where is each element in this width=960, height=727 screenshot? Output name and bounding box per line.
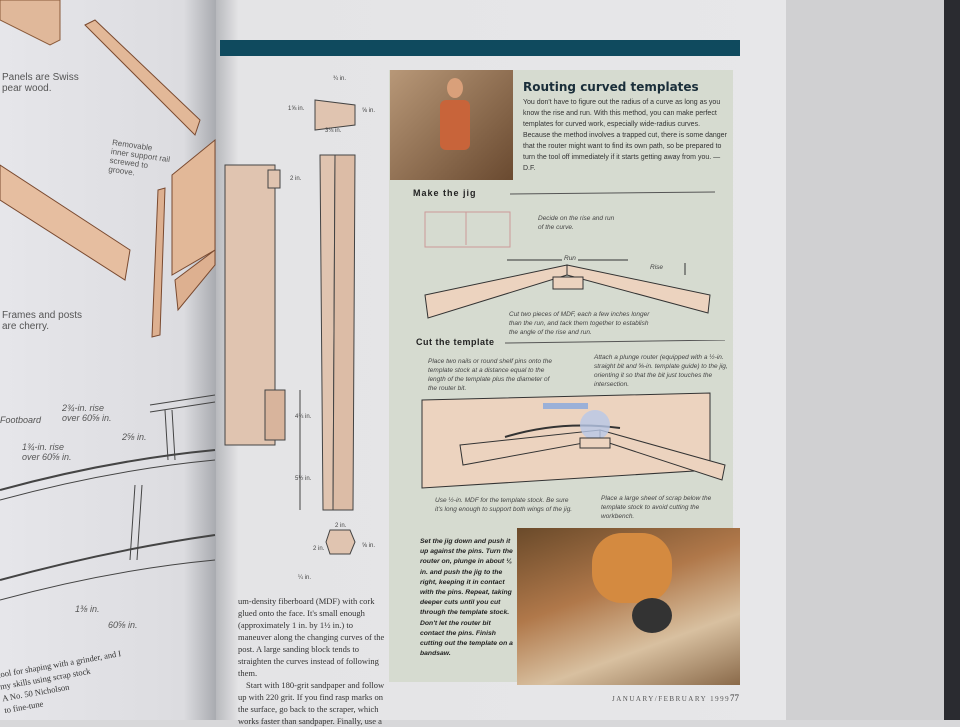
dim-hex-right: ⅝ in. (362, 543, 376, 549)
use-mdf-caption: Use ½-in. MDF for the template stock. Be… (435, 497, 573, 513)
thickness-label: 1⅜ in. (75, 604, 100, 614)
cut-template-heading: Cut the template (416, 337, 495, 347)
sidebar-intro: You don't have to figure out the radius … (523, 99, 727, 172)
bed-exploded-diagram (0, 0, 216, 601)
make-jig-heading: Make the jig (413, 188, 477, 198)
dim-top-width: 3⅛ in. (325, 128, 342, 134)
photo-routing (517, 528, 740, 685)
dim-top-right: ⅝ in. (362, 108, 376, 114)
photo-woodworker (390, 70, 513, 180)
run-label: Run (562, 254, 578, 263)
panels-label: Panels are Swiss pear wood. (2, 72, 79, 94)
dim-upper: 4¾ in. (295, 414, 312, 420)
place-nails-caption: Place two nails or round shelf pins onto… (428, 358, 552, 392)
dim-top-height: 1⅝ in. (288, 106, 305, 112)
gap-label: 2⅝ in. (122, 432, 147, 442)
cut-template-diagram (421, 340, 726, 489)
attach-router-caption: Attach a plunge router (equipped with a … (594, 354, 728, 388)
rise-label: Rise (650, 264, 664, 271)
dim-tenon: 2 in. (290, 176, 302, 182)
background (786, 0, 960, 720)
sidebar-title: Routing curved templates (523, 80, 699, 94)
dim-hex-bottom: ¼ in. (298, 575, 312, 581)
dim-top-small: ¾ in. (333, 76, 347, 82)
person-figure (440, 100, 470, 150)
rise-upper-label: 2¾-in. rise over 60⅝ in. (62, 403, 112, 423)
router-tool (632, 598, 672, 633)
frames-label: Frames and posts are cherry. (2, 310, 83, 332)
paragraph: um-density fiberboard (MDF) with cork gl… (238, 596, 385, 678)
person-figure (592, 533, 672, 603)
background-edge (944, 0, 960, 720)
body-text: um-density fiberboard (MDF) with cork gl… (238, 595, 388, 727)
post-diagram (224, 99, 356, 555)
final-step-text: Set the jig down and push it up against … (420, 538, 513, 658)
make-jig-diagram (424, 191, 716, 319)
length-label: 60⅝ in. (108, 620, 138, 630)
left-page: Panels are Swiss pear wood. Removable in… (0, 0, 216, 720)
dim-hex-width: 2 in. (335, 523, 347, 529)
person-head (447, 78, 463, 98)
cut-pieces-caption: Cut two pieces of MDF, each a few inches… (509, 311, 650, 336)
footboard-label: Footboard (0, 415, 42, 425)
scrap-caption: Place a large sheet of scrap below the t… (601, 495, 712, 520)
decide-caption: Decide on the rise and run of the curve. (538, 215, 615, 231)
page-number: 77 (730, 693, 739, 703)
footer-issue: JANUARY/FEBRUARY 1999 (612, 695, 731, 703)
header-bar (220, 40, 740, 56)
rise-lower-label: 1¾-in. rise over 60⅝ in. (22, 442, 72, 462)
dim-lower: 5½ in. (295, 476, 312, 482)
dim-hex-height: 2 in. (313, 546, 325, 552)
